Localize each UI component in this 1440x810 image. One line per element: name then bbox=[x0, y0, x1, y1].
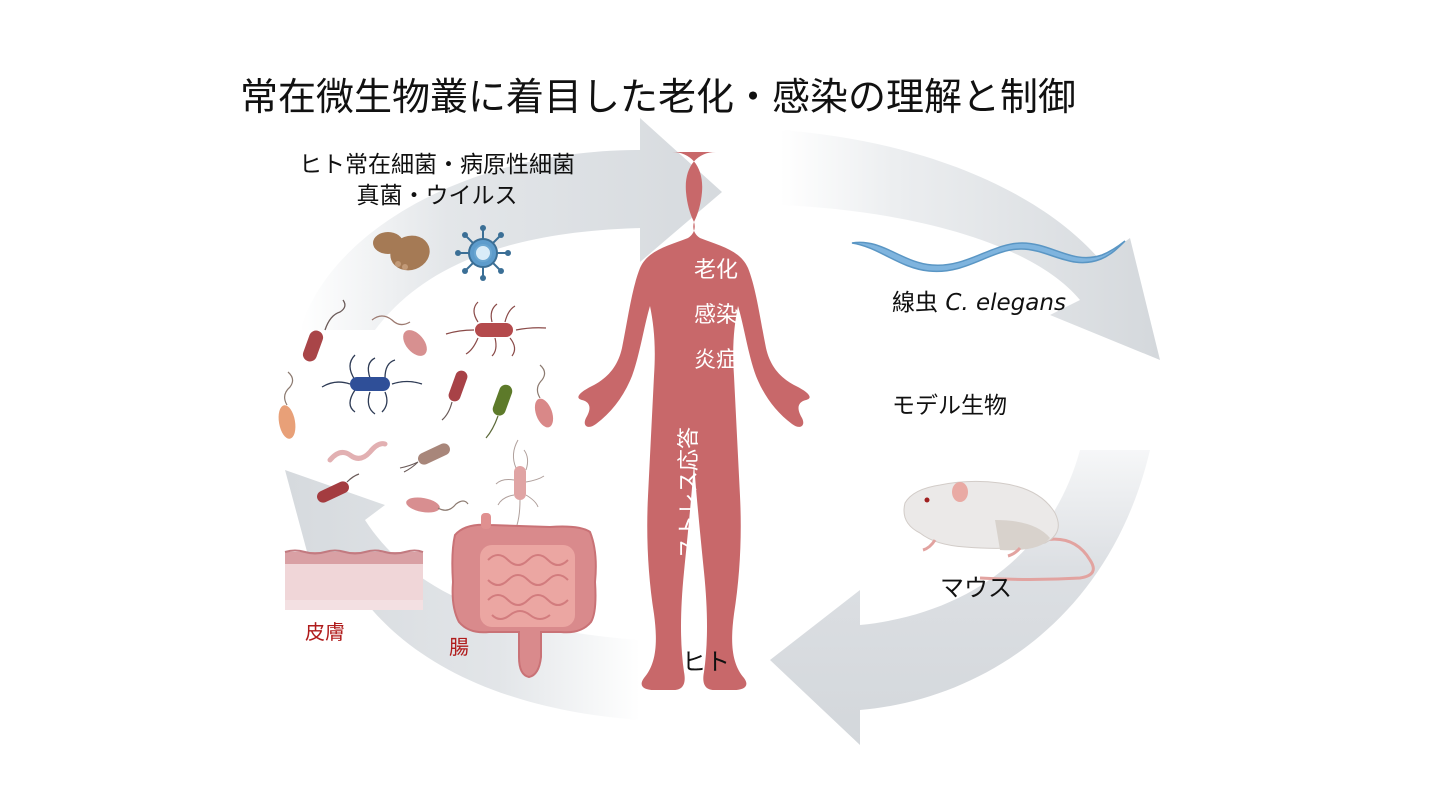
skin-illustration bbox=[284, 549, 424, 610]
bacterium-icon bbox=[324, 299, 346, 331]
worm-label-prefix: 線虫 bbox=[892, 290, 938, 316]
bacterium-icon bbox=[418, 443, 450, 465]
mouse-illustration bbox=[903, 480, 1095, 581]
human-label: ヒト bbox=[682, 648, 730, 676]
microbes-label-line2: 真菌・ウイルス bbox=[356, 183, 518, 209]
page-title: 常在微生物叢に着目した老化・感染の理解と制御 bbox=[240, 75, 1077, 119]
body-word-aging: 老化 bbox=[693, 258, 738, 283]
model-organisms-label: モデル生物 bbox=[892, 393, 1007, 419]
stress-response-label: ストレス応答 bbox=[672, 405, 702, 575]
body-word-infection: 感染 bbox=[693, 303, 738, 328]
bacterium-icon bbox=[495, 439, 545, 526]
virus-icon bbox=[455, 225, 511, 281]
fungus-icon bbox=[373, 232, 430, 271]
body-word-inflammation: 炎症 bbox=[693, 348, 738, 373]
human-silhouette bbox=[578, 152, 810, 690]
bacterium-icon bbox=[278, 405, 296, 439]
arrow-microbes-to-human bbox=[300, 118, 722, 330]
microbes-label-line1: ヒト常在細菌・病原性細菌 bbox=[299, 152, 575, 178]
bacterium-icon bbox=[350, 377, 390, 391]
bacterium-icon bbox=[448, 370, 468, 402]
stress-response-text: ストレス応答 bbox=[677, 427, 702, 560]
worm-illustration bbox=[851, 240, 1126, 273]
bacterium-icon bbox=[302, 330, 324, 362]
bacterium-icon bbox=[475, 323, 513, 337]
mouse-label: マウス bbox=[940, 574, 1012, 602]
bacterium-icon bbox=[534, 398, 554, 428]
worm-label: 線虫 C. elegans bbox=[892, 292, 1066, 315]
gut-label: 腸 bbox=[449, 635, 469, 659]
skin-label: 皮膚 bbox=[305, 620, 345, 644]
worm-species-name: C. elegans bbox=[945, 290, 1066, 316]
arrow-human-to-microbes bbox=[285, 470, 640, 720]
bacterium-icon bbox=[406, 497, 440, 513]
bacterium-icon bbox=[492, 384, 513, 416]
bacterium-icon bbox=[371, 315, 411, 326]
bacterium-icon bbox=[317, 481, 349, 503]
bacterium-icon bbox=[403, 330, 427, 356]
arrow-human-to-models bbox=[780, 130, 1160, 360]
bacterium-icon bbox=[327, 441, 388, 463]
intestine-illustration bbox=[451, 513, 597, 679]
microbes-label: ヒト常在細菌・病原性細菌 真菌・ウイルス bbox=[272, 150, 602, 212]
bacterium-icon bbox=[514, 466, 526, 500]
bacterium-icon bbox=[321, 354, 423, 415]
bacterium-icon bbox=[445, 301, 547, 357]
